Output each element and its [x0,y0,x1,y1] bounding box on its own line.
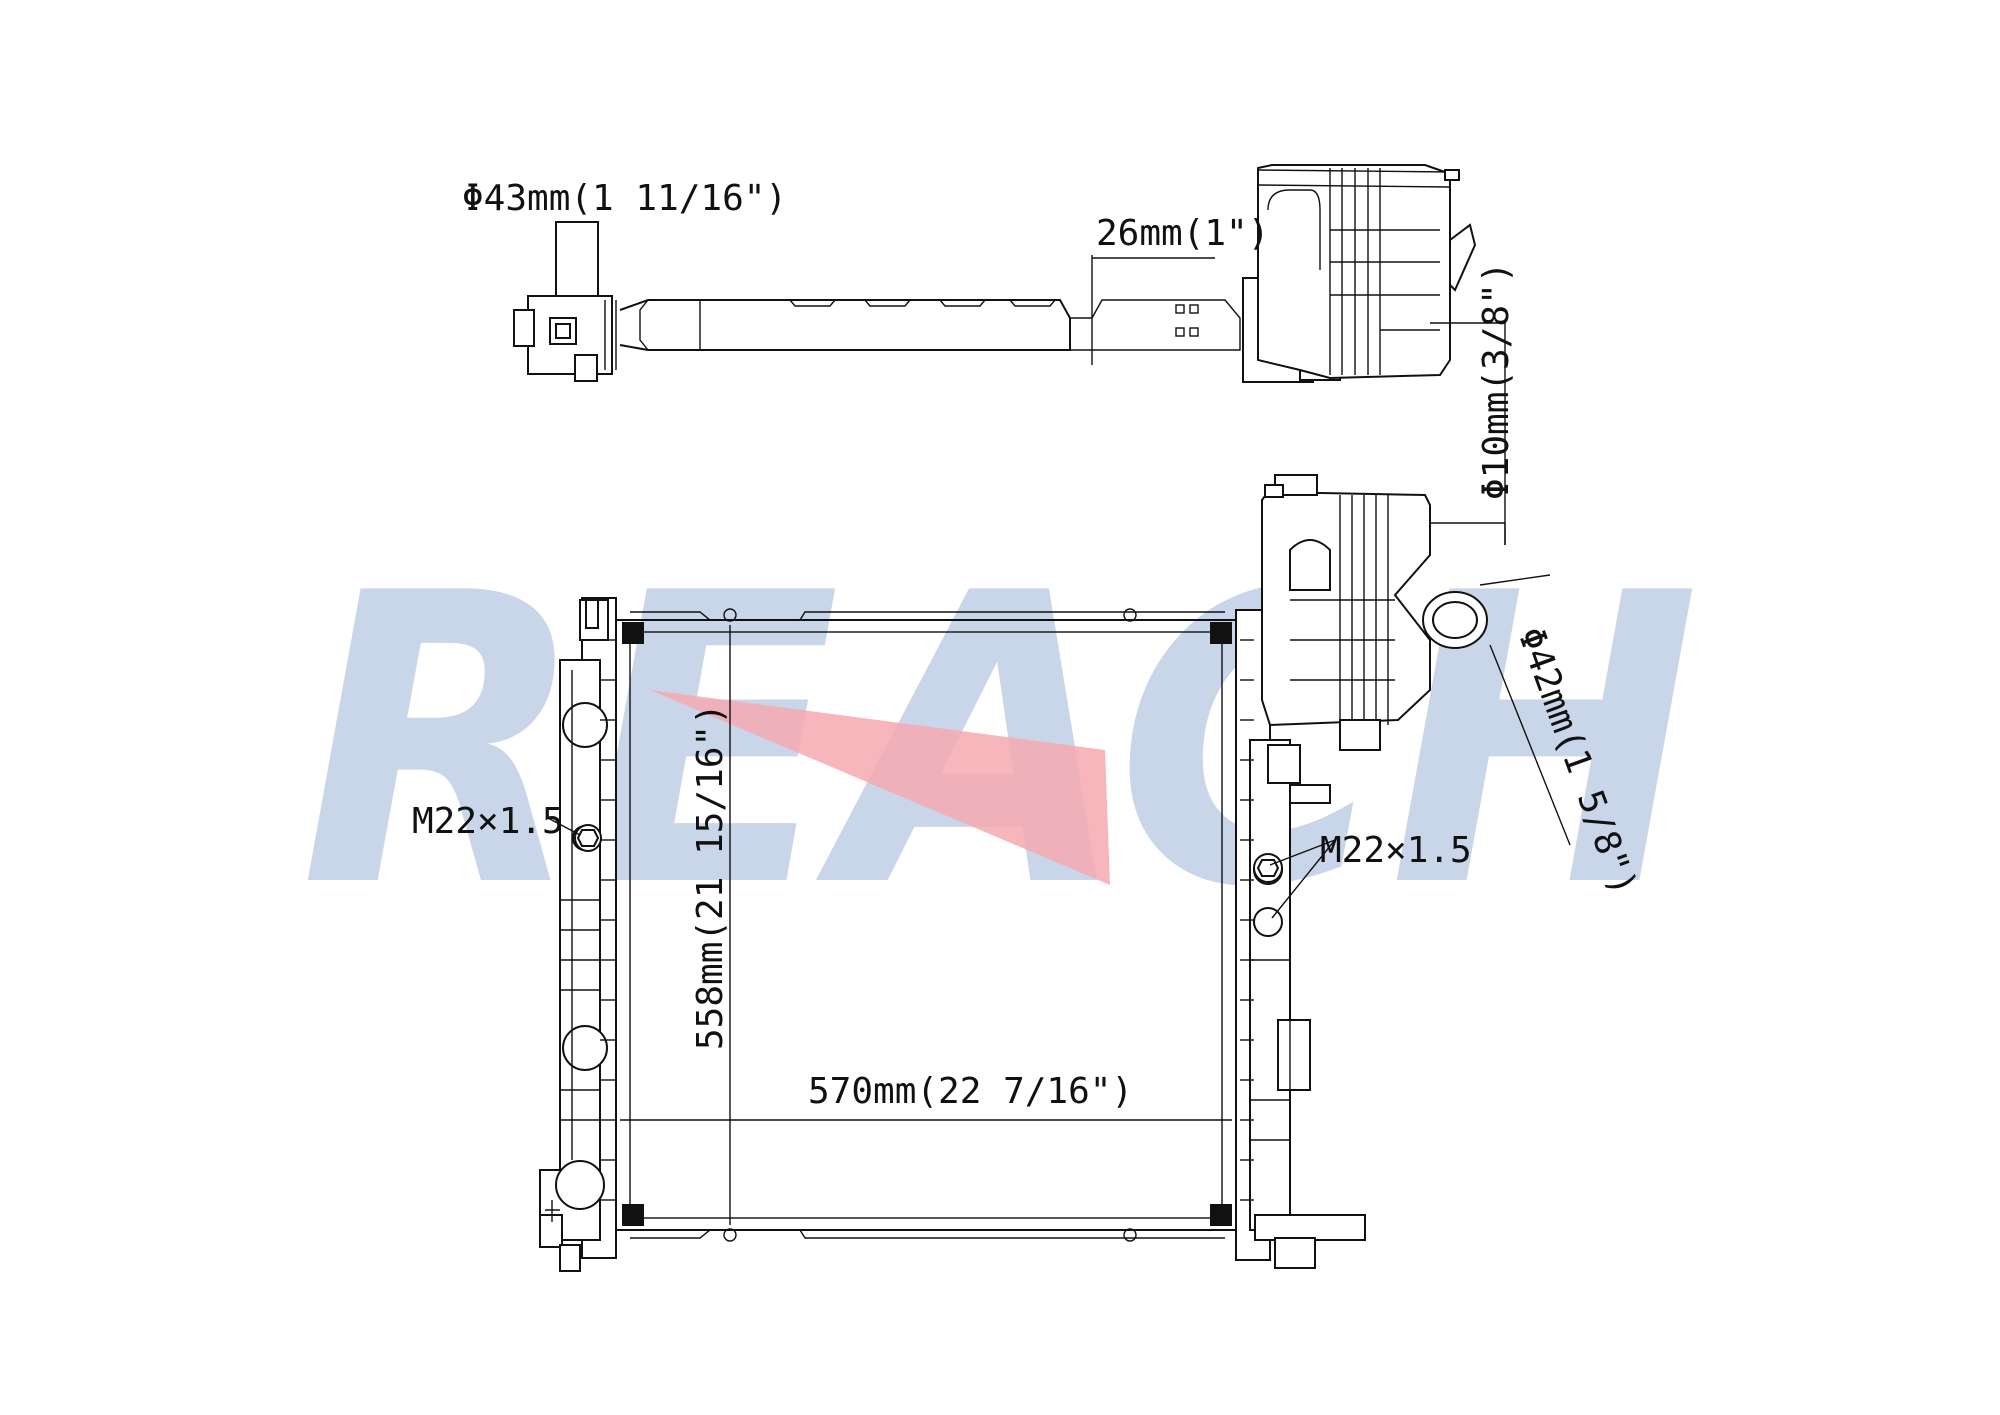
left-tank [539,597,617,1272]
right-drain-plug [1253,853,1283,883]
left-tank-fins [600,639,616,1201]
reach-watermark: REACH [300,510,1700,975]
front-view [539,474,1571,1272]
top-bracket-bar [619,299,1071,351]
small-port-diameter-label: Φ10mm(3/8") [1476,262,1517,500]
left-drain-plug [574,824,602,852]
right-tank [1235,609,1366,1269]
left-drain-thread-label: M22×1.5 [412,801,564,842]
core-thickness-label: 26mm(1") [1096,213,1269,254]
right-tank-fins [1240,639,1254,1201]
core-width-label: 570mm(22 7/16") [808,1071,1133,1112]
expansion-reservoir [1261,474,1506,751]
right-drain-thread-label: M22×1.5 [1320,830,1472,871]
inlet-pipe-top [555,221,599,303]
watermark-accent-triangle [650,690,1110,885]
inlet-diameter-label: Φ43mm(1 11/16") [462,178,787,219]
top-view [513,164,1506,545]
reservoir-top [1257,164,1451,380]
core-height-label: 558mm(21 15/16") [690,703,731,1050]
